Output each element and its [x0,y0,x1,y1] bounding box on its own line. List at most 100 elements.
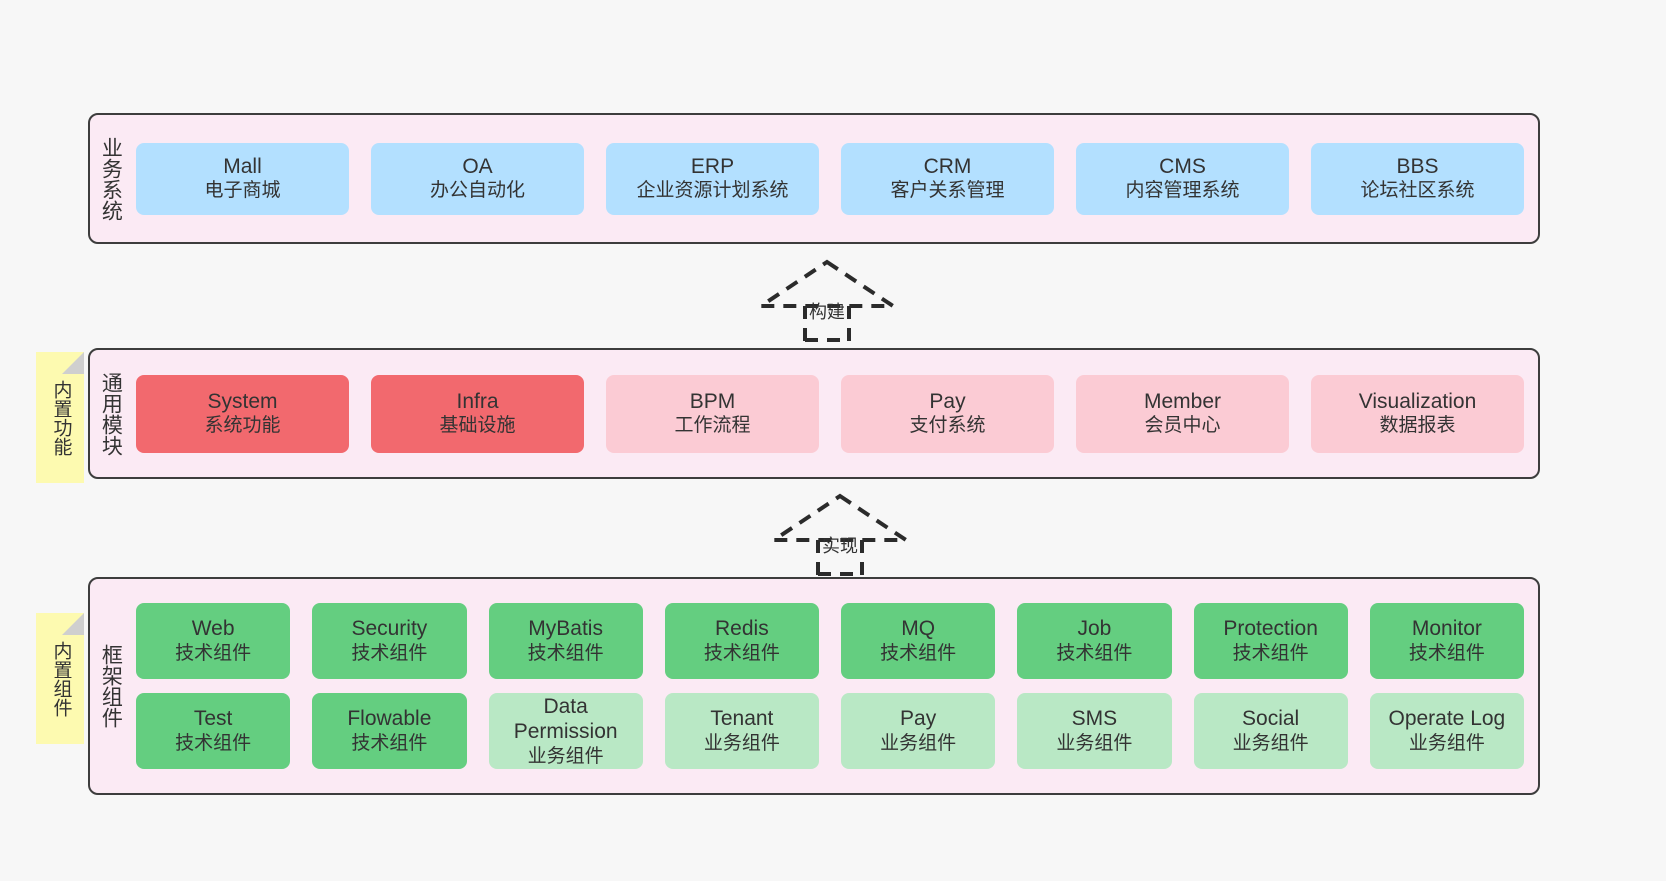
node-subtitle: 技术组件 [351,642,428,664]
node-subtitle: 办公自动化 [429,180,525,202]
node-title: Web [191,617,235,641]
node-subtitle: 技术组件 [880,642,957,664]
node-title: BBS [1396,154,1439,178]
node-title: CMS [1159,154,1206,178]
node-title: Flowable [347,707,432,731]
node-title: SMS [1071,707,1118,731]
node-pay-module[interactable]: Pay 支付系统 [841,374,1054,453]
node-title: Monitor [1411,617,1482,641]
node-oa[interactable]: OA 办公自动化 [371,142,584,215]
node-operate-log[interactable]: Operate Log 业务组件 [1369,693,1524,769]
node-subtitle: 系统功能 [204,415,281,437]
node-subtitle: 业务组件 [1232,732,1309,754]
node-subtitle: 技术组件 [703,642,780,664]
arrowhead-implement [770,493,910,542]
sticky-note-builtin-function: 内置功能 [36,352,84,483]
node-subtitle: 技术组件 [1232,642,1309,664]
layer-title-framework-components: 框架组件 [99,644,123,728]
node-row: Web 技术组件 Security 技术组件 MyBatis 技术组件 Redi… [136,603,1524,679]
node-web[interactable]: Web 技术组件 [136,603,291,679]
node-title: Job [1077,617,1112,641]
node-cms[interactable]: CMS 内容管理系统 [1076,142,1289,215]
node-subtitle: 客户关系管理 [890,180,1005,202]
node-row: System 系统功能 Infra 基础设施 BPM 工作流程 Pay 支付系统… [136,374,1524,453]
node-mall[interactable]: Mall 电子商城 [136,142,349,215]
layer-title-common-modules: 通用模块 [99,371,123,456]
node-title: Member [1143,389,1222,413]
node-title: Visualization [1358,389,1477,413]
node-social[interactable]: Social 业务组件 [1193,693,1348,769]
node-job[interactable]: Job 技术组件 [1017,603,1172,679]
node-test[interactable]: Test 技术组件 [136,693,291,769]
node-erp[interactable]: ERP 企业资源计划系统 [606,142,819,215]
node-subtitle: 业务组件 [703,732,780,754]
node-bbs[interactable]: BBS 论坛社区系统 [1311,142,1524,215]
node-row: Test 技术组件 Flowable 技术组件 Data Permission … [136,693,1524,769]
node-system[interactable]: System 系统功能 [136,374,349,453]
node-title: Pay [900,707,937,731]
node-redis[interactable]: Redis 技术组件 [664,603,819,679]
node-subtitle: 内容管理系统 [1125,180,1240,202]
layer-body-framework-components: Web 技术组件 Security 技术组件 MyBatis 技术组件 Redi… [130,579,1538,793]
node-subtitle: 业务组件 [1056,732,1133,754]
node-title: Tenant [710,707,774,731]
layer-title-business-systems: 业务系统 [99,136,123,221]
node-subtitle: 电子商城 [204,180,281,202]
node-subtitle: 论坛社区系统 [1360,180,1475,202]
node-mybatis[interactable]: MyBatis 技术组件 [488,603,643,679]
node-sms[interactable]: SMS 业务组件 [1017,693,1172,769]
node-title: Mall [223,154,262,178]
node-subtitle: 技术组件 [1056,642,1133,664]
connector-build-label: 构建 [809,302,845,322]
node-title: OA [462,154,493,178]
node-row: Mall 电子商城 OA 办公自动化 ERP 企业资源计划系统 CRM 客户关系… [136,142,1524,215]
arrowhead-build [757,259,897,308]
node-title: CRM [923,154,972,178]
node-crm[interactable]: CRM 客户关系管理 [841,142,1054,215]
node-subtitle: 基础设施 [439,415,516,437]
node-title: Security [351,617,428,641]
node-subtitle: 业务组件 [1408,732,1485,754]
node-member[interactable]: Member 会员中心 [1076,374,1289,453]
connector-build: 构建 [757,258,897,342]
node-monitor[interactable]: Monitor 技术组件 [1369,603,1524,679]
layer-body-common-modules: System 系统功能 Infra 基础设施 BPM 工作流程 Pay 支付系统… [130,350,1538,477]
node-bpm[interactable]: BPM 工作流程 [606,374,819,453]
sticky-note-label: 内置组件 [50,640,72,717]
node-infra[interactable]: Infra 基础设施 [371,374,584,453]
node-subtitle: 工作流程 [674,415,751,437]
sticky-note-builtin-component: 内置组件 [36,613,84,744]
node-title: MQ [901,617,936,641]
node-subtitle: 支付系统 [909,415,986,437]
node-security[interactable]: Security 技术组件 [312,603,467,679]
layer-common-modules: 通用模块 System 系统功能 Infra 基础设施 BPM 工作流程 Pay… [88,348,1540,479]
layer-framework-components: 框架组件 Web 技术组件 Security 技术组件 MyBatis 技术组件… [88,577,1540,795]
node-visualization[interactable]: Visualization 数据报表 [1311,374,1524,453]
node-flowable[interactable]: Flowable 技术组件 [312,693,467,769]
node-title: Pay [929,389,966,413]
node-title: Social [1242,707,1300,731]
node-subtitle: 业务组件 [880,732,957,754]
node-title: Test [193,707,233,731]
node-title: Data Permission [513,694,618,744]
node-data-permission[interactable]: Data Permission 业务组件 [488,693,643,769]
node-title: ERP [690,154,735,178]
node-subtitle: 技术组件 [351,732,428,754]
node-tenant[interactable]: Tenant 业务组件 [664,693,819,769]
node-title: Infra [456,389,499,413]
layer-business-systems: 业务系统 Mall 电子商城 OA 办公自动化 ERP 企业资源计划系统 CRM… [88,113,1540,244]
connector-implement: 实现 [770,492,910,576]
node-subtitle: 数据报表 [1379,415,1456,437]
node-title: Protection [1223,617,1318,641]
node-subtitle: 企业资源计划系统 [636,180,789,202]
node-title: MyBatis [528,617,603,641]
node-subtitle: 会员中心 [1144,415,1221,437]
node-protection[interactable]: Protection 技术组件 [1193,603,1348,679]
sticky-note-label: 内置功能 [50,379,72,456]
node-mq[interactable]: MQ 技术组件 [841,603,996,679]
node-subtitle: 技术组件 [1408,642,1485,664]
node-pay-component[interactable]: Pay 业务组件 [841,693,996,769]
node-subtitle: 技术组件 [175,732,252,754]
node-subtitle: 技术组件 [527,642,604,664]
